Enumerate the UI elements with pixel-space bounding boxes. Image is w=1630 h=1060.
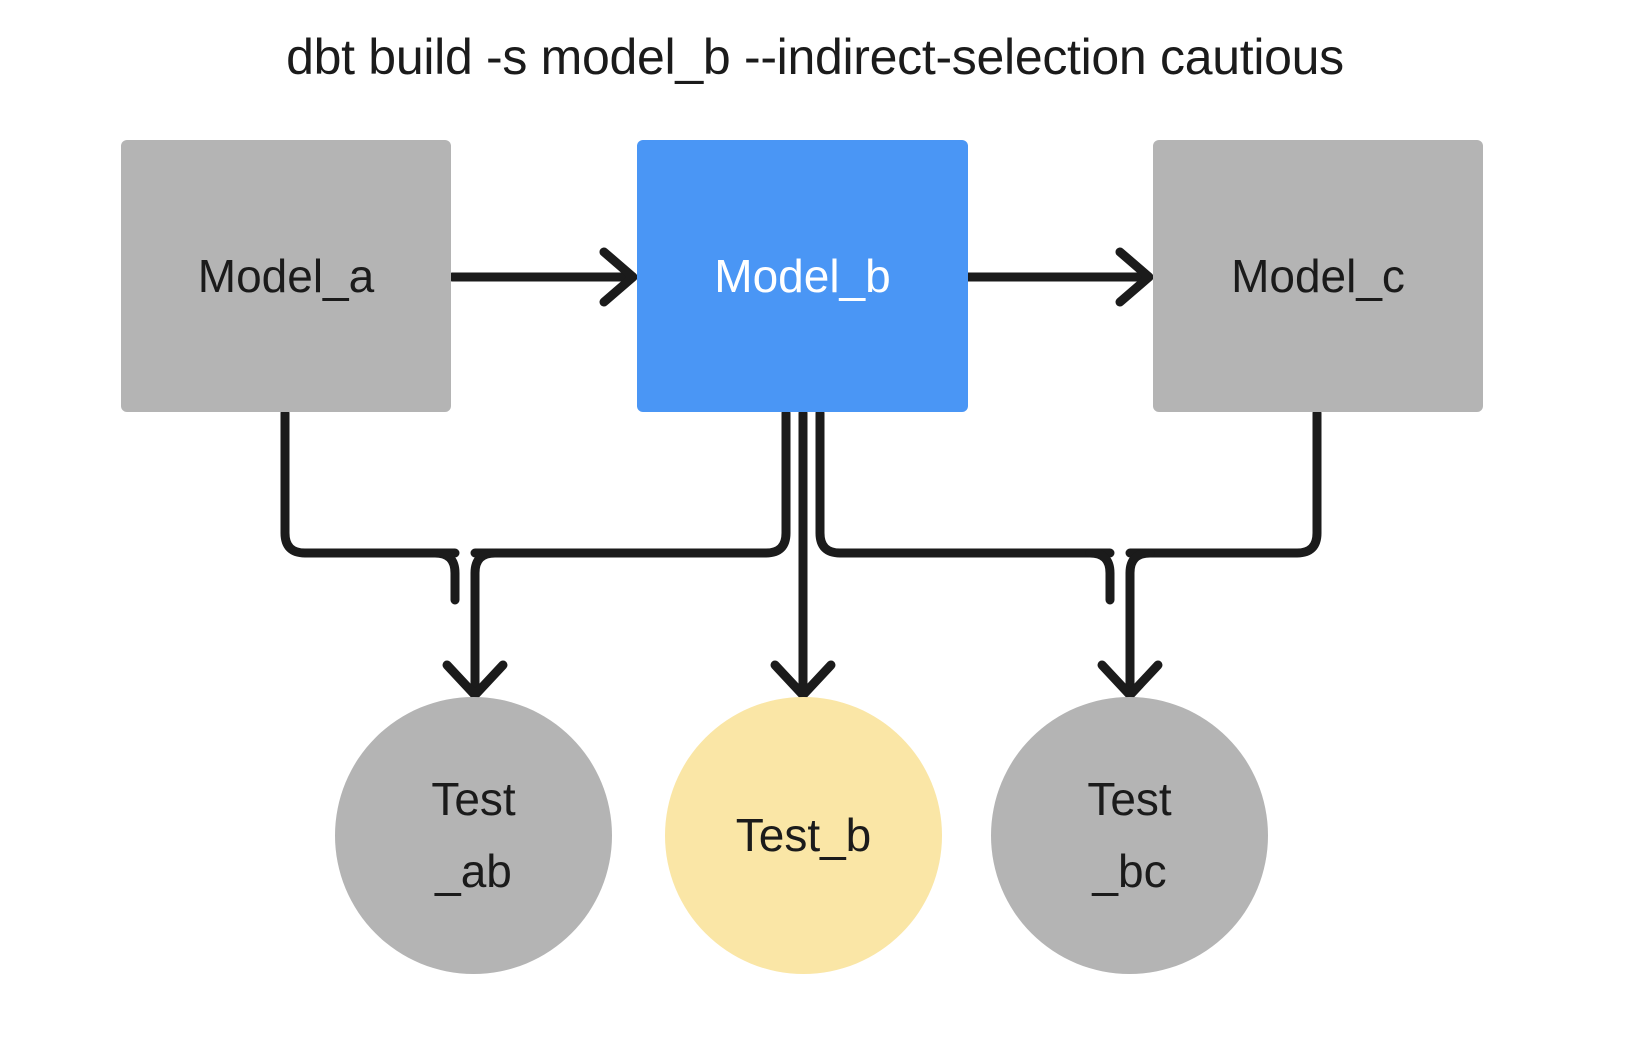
edge-model-a-to-model-b-arrowhead: [599, 247, 638, 307]
edge-model-b-to-test-b-arrowhead: [770, 660, 836, 700]
node-test-ab-label-line1: Test: [431, 773, 516, 826]
edge-bus-to-test-bc-arrowhead: [1097, 660, 1163, 700]
edge-model-b-to-bus-left: [470, 408, 791, 558]
node-model-b-label: Model_b: [714, 249, 891, 302]
node-test-b[interactable]: Test_b: [665, 697, 942, 974]
edge-bus-to-test-ab-arrowhead: [442, 660, 508, 700]
edge-bus-to-test-ab: [430, 548, 500, 695]
edge-bus-to-test-bc: [1085, 548, 1155, 695]
node-test-bc-label-line2: _bc: [1092, 844, 1167, 897]
node-test-ab[interactable]: Test _ab: [335, 697, 612, 974]
node-model-c-label: Model_c: [1231, 249, 1405, 302]
node-test-b-label-line1: Test_b: [735, 808, 872, 861]
edge-model-b-to-model-c-arrowhead: [1115, 247, 1154, 307]
node-test-bc-label-line1: Test: [1087, 773, 1172, 826]
node-model-b[interactable]: Model_b: [637, 140, 968, 412]
edge-model-a-to-bus: [280, 408, 460, 558]
edge-model-b-to-bus-right: [815, 408, 1115, 558]
edge-model-c-to-bus: [1125, 408, 1322, 558]
node-test-bc[interactable]: Test _bc: [991, 697, 1268, 974]
diagram-title: dbt build -s model_b --indirect-selectio…: [286, 29, 1344, 85]
node-model-c[interactable]: Model_c: [1153, 140, 1483, 412]
node-model-a-label: Model_a: [197, 249, 375, 302]
node-model-a[interactable]: Model_a: [121, 140, 451, 412]
node-test-ab-label-line2: _ab: [435, 844, 512, 897]
